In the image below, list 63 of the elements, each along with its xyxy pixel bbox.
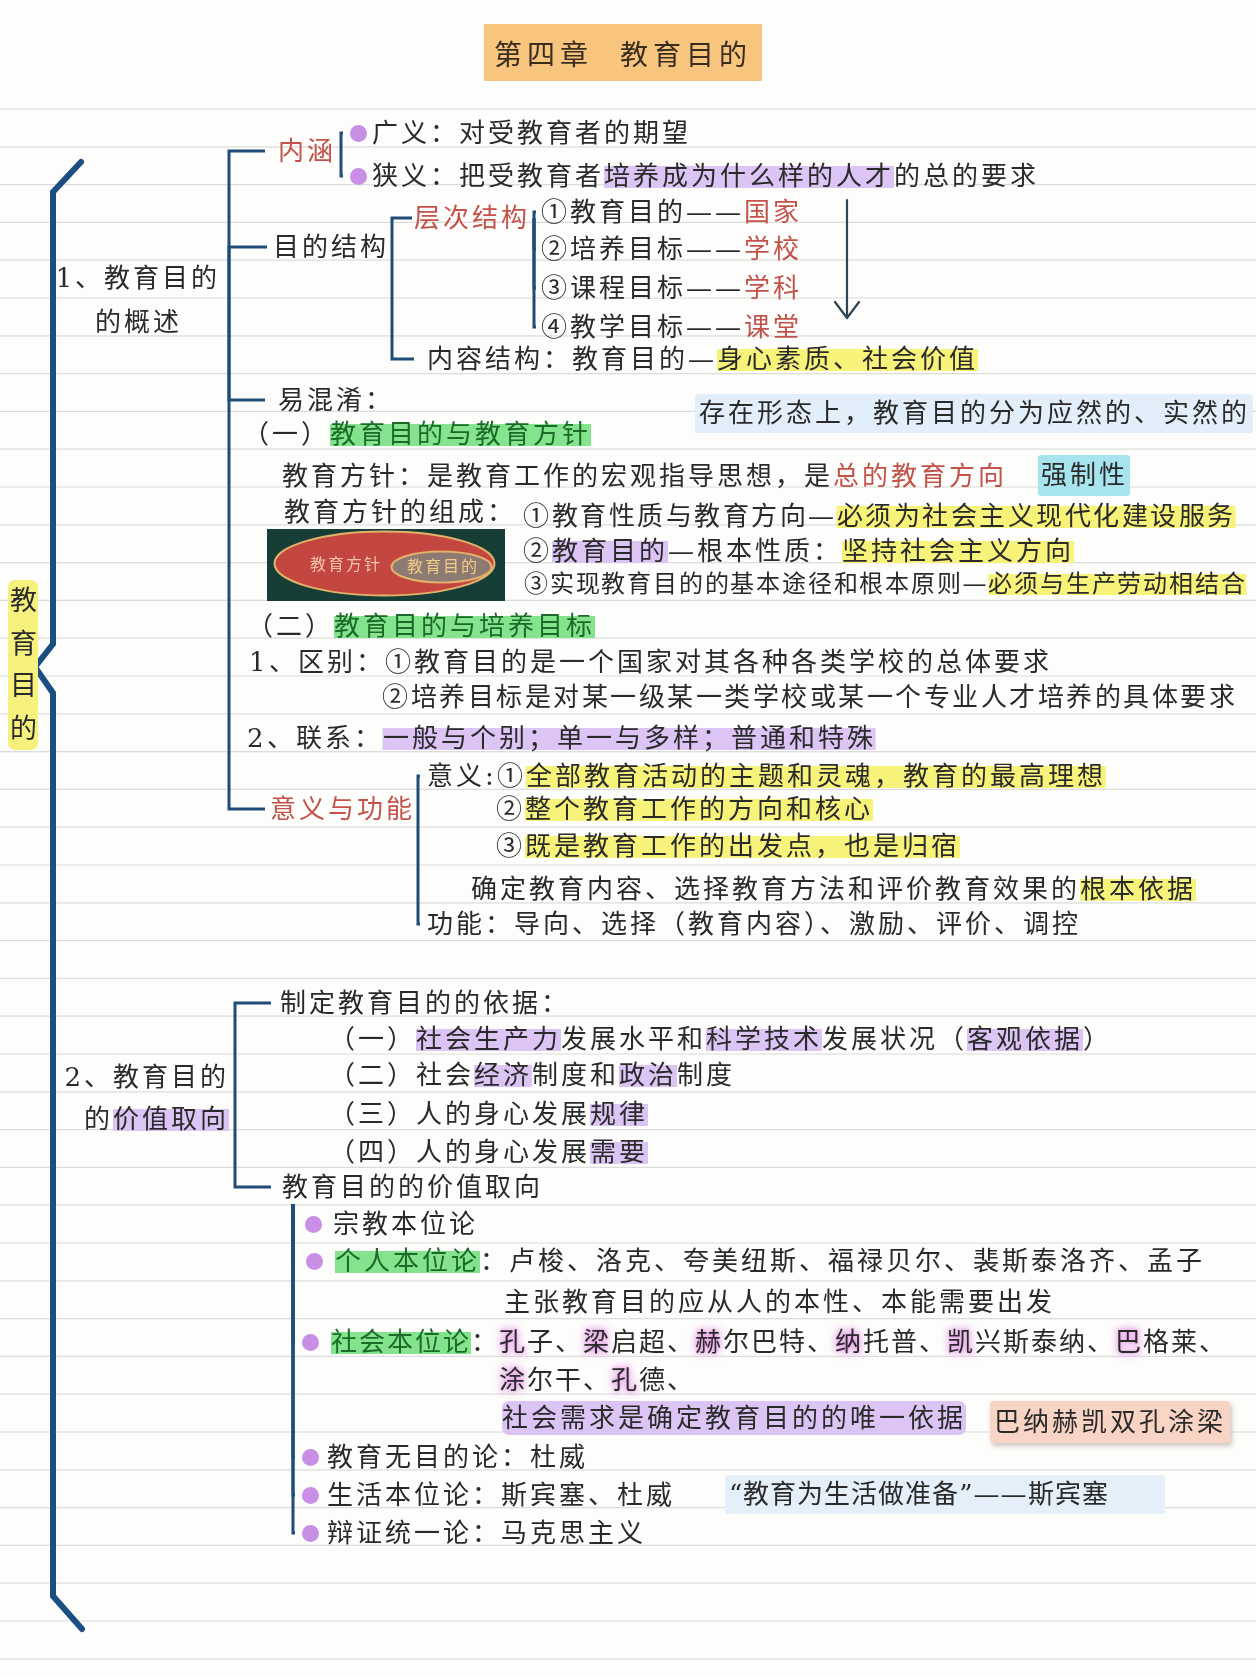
connector-line — [532, 216, 537, 329]
list-item: ①教育性质与教育方向—必须为社会主义现代化建设服务 — [523, 500, 1236, 533]
list-item: ③实现教育目的的基本途径和根本原则—必须与生产劳动相结合 — [524, 569, 1247, 600]
list-item: ②培养目标——学校 — [541, 233, 802, 266]
branch-label: 制定教育目的的依据： — [280, 987, 570, 1020]
list-item: ②培养目标是对某一级某一类学校或某一个专业人才培养的具体要求 — [382, 681, 1237, 714]
list-item: （一）社会生产力发展水平和科学技术发展状况（客观依据） — [329, 1023, 1112, 1056]
note-text: 主张教育目的应从人的本性、本能需要出发 — [504, 1286, 1055, 1319]
list-item: 意义:①全部教育活动的主题和灵魂，教育的最高理想 — [427, 760, 1107, 793]
definition-text: 教育方针：是教育工作的宏观指导思想，是总的教育方向 — [282, 460, 1007, 493]
list-item: 功能：导向、选择（教育内容）、激励、评价、调控 — [427, 908, 1081, 941]
list-item: 2、联系：一般与个别；单一与多样；普通和特殊 — [247, 722, 876, 755]
bullet-text: 社会本位论：孔子、梁启超、赫尔巴特、纳托普、凯兴斯泰纳、巴格莱、涂尔干、孔德、 — [331, 1326, 1228, 1397]
list-item: （四）人的身心发展需要 — [329, 1136, 648, 1169]
list-item: ①教育目的——国家 — [541, 196, 802, 229]
list-item: 1、区别：①教育目的是一个国家对其各种各类学校的总体要求 — [249, 646, 1052, 679]
branch-label: 目的结构 — [273, 231, 389, 264]
branch-title: 1、教育目的的概述 — [54, 262, 222, 339]
bullet-text: 广义：对受教育者的期望 — [372, 117, 691, 150]
note-text: 社会需求是确定教育目的的唯一依据 — [502, 1401, 966, 1435]
list-item: （二）社会经济制度和政治制度 — [329, 1059, 735, 1092]
section-heading: （二）教育目的与培养目标 — [247, 610, 595, 643]
connector-line — [233, 1096, 271, 1189]
ellipse-label: 教育方针 — [310, 555, 382, 575]
bullet-text: 教育无目的论：杜威 — [327, 1441, 588, 1474]
connector-line — [390, 245, 414, 361]
connector-line — [390, 216, 412, 249]
section-heading: （一）教育目的与教育方针 — [243, 418, 591, 451]
branch-label: 层次结构 — [414, 202, 530, 235]
list-heading: 教育方针的组成： — [284, 496, 516, 529]
connector-line — [339, 149, 344, 178]
branch-label: 内涵 — [278, 135, 336, 168]
branch-label: 内容结构：教育目的—身心素质、社会价值 — [427, 343, 978, 376]
topic-label: 教育目的 — [8, 580, 38, 750]
list-item: ②整个教育工作的方向和核心 — [496, 793, 874, 826]
bullet-text: 宗教本位论 — [333, 1208, 478, 1241]
highlight-tag: 强制性 — [1038, 455, 1130, 496]
note-box: 巴纳赫凯双孔涂梁 — [990, 1401, 1230, 1443]
ellipse-label: 教育目的 — [407, 557, 479, 577]
list-item: 确定教育内容、选择教育方法和评价教育效果的根本依据 — [471, 873, 1196, 906]
bullet-text: 生活本位论：斯宾塞、杜威 — [327, 1479, 675, 1512]
connector-line — [227, 245, 267, 302]
branch-label: 教育目的的价值取向 — [282, 1171, 543, 1204]
branch-label: 易混淆： — [278, 384, 394, 417]
bullet-text: 辩证统一论：马克思主义 — [327, 1517, 646, 1550]
quote-box: “教育为生活做准备”——斯宾塞 — [725, 1475, 1165, 1514]
connector-line — [339, 131, 344, 153]
connector-line — [532, 210, 537, 220]
connector-line — [416, 774, 421, 811]
branch-label: 意义与功能 — [270, 793, 415, 826]
note-box: 存在形态上，教育目的分为应然的、实然的 — [695, 394, 1253, 433]
list-item: ③课程目标——学科 — [541, 272, 802, 305]
branch-title: 2、教育目的的价值取向 — [63, 1061, 229, 1136]
connector-line — [227, 298, 265, 811]
list-item: ②教育目的—根本性质：坚持社会主义方向 — [523, 535, 1074, 568]
list-item: （三）人的身心发展规律 — [329, 1098, 648, 1131]
title-banner: 第四章 教育目的 — [484, 24, 762, 81]
connector-line — [233, 1001, 271, 1100]
list-item: ③既是教育工作的出发点，也是归宿 — [496, 830, 961, 863]
connector-line — [416, 807, 421, 926]
list-item: ④教学目标——课堂 — [541, 311, 802, 344]
bullet-text: 狭义：把受教育者培养成为什么样的人才的总的要求 — [372, 160, 1039, 193]
bullet-text: 个人本位论：卢梭、洛克、夸美纽斯、福禄贝尔、裴斯泰洛齐、孟子 — [335, 1245, 1205, 1278]
